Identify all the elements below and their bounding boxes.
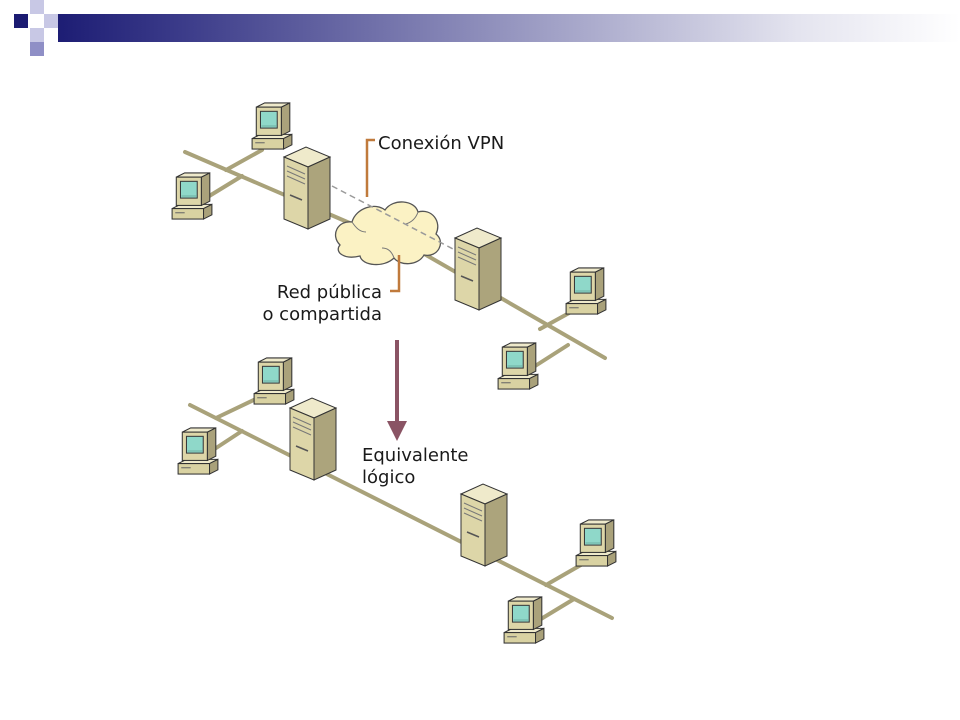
computer-icon [177, 427, 219, 475]
arrow-down-icon [387, 340, 407, 441]
cloud-icon [335, 201, 441, 266]
computer-icon [253, 357, 295, 405]
network-branch-line [204, 174, 244, 200]
header-gradient-bar [58, 14, 960, 42]
computer-icon [497, 342, 539, 390]
decor-square [30, 0, 44, 14]
decor-square [30, 42, 44, 56]
server-icon [460, 483, 508, 567]
decor-square [44, 14, 58, 28]
computer-icon [575, 519, 617, 567]
computer-icon [251, 102, 293, 150]
public-network-label-line2: o compartida [262, 304, 382, 325]
server-icon [289, 397, 337, 481]
public-network-label-bracket [390, 255, 401, 293]
logical-equivalent-label-line2: lógico [362, 467, 415, 488]
network-branch-line [530, 343, 570, 370]
computer-icon [565, 267, 607, 315]
vpn-label-bracket [365, 138, 375, 197]
network-bus-line [398, 238, 607, 360]
computer-icon [171, 172, 213, 220]
vpn-connection-label: Conexión VPN [378, 133, 504, 154]
network-bus-line [188, 403, 614, 620]
server-icon [283, 146, 331, 230]
vpn-tunnel-line [331, 185, 456, 251]
logical-equivalent-label-line1: Equivalente [362, 445, 469, 466]
computer-icon [503, 596, 545, 644]
decor-square [14, 14, 28, 28]
network-branch-line [224, 148, 264, 172]
public-network-label-line1: Red pública [277, 282, 382, 303]
vpn-network-top: Conexión VPN Red pública o compartida [171, 102, 607, 390]
decor-square [30, 28, 44, 42]
logical-network-bottom: Equivalente lógico [177, 357, 617, 644]
server-icon [454, 227, 502, 311]
